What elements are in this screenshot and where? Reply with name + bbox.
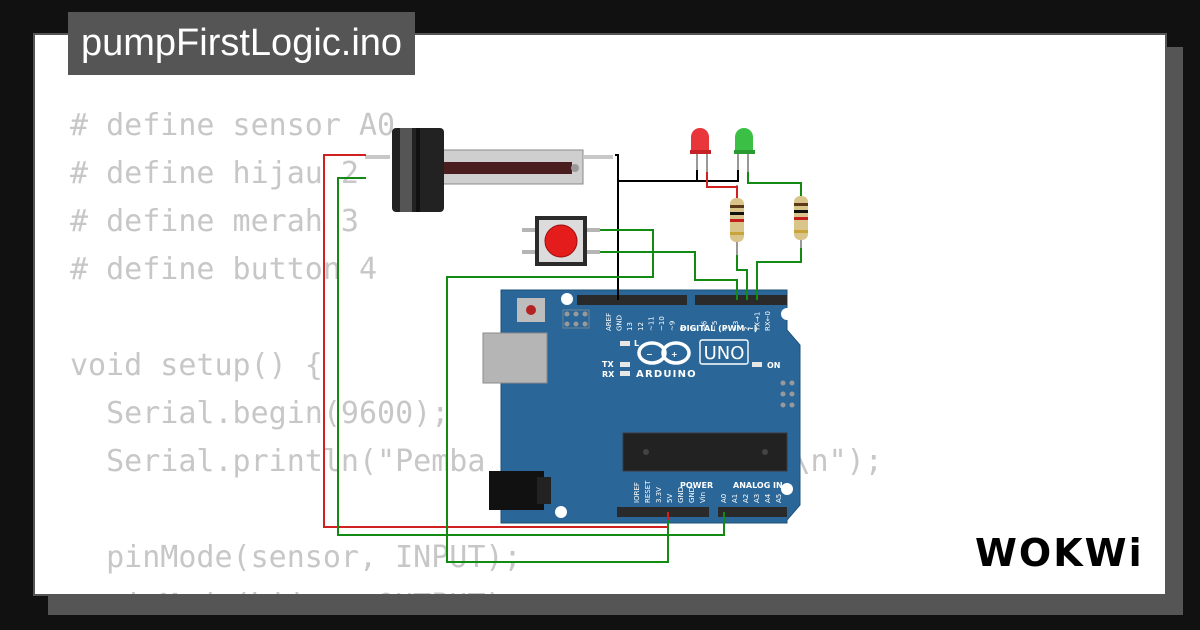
led-on-label: ON	[767, 361, 781, 370]
push-button[interactable]	[522, 216, 600, 266]
code-line: pinMode(sensor, INPUT);	[70, 540, 522, 575]
code-line: void setup() {	[70, 348, 323, 383]
pin-label: GND	[677, 487, 685, 503]
svg-text:−: −	[646, 350, 653, 359]
pin-label: RX←0	[764, 311, 772, 331]
led-green[interactable]	[734, 128, 755, 172]
pin-label: 4	[722, 326, 730, 331]
arduino-uno-board[interactable]: − + UNO ARDUINO L TX RX ON DIGITAL (PWM …	[482, 289, 801, 524]
pin-label: 5V	[666, 494, 674, 503]
pin-label: A1	[731, 494, 739, 503]
arduino-infinity-icon	[637, 341, 691, 365]
pin-label: 13	[626, 322, 634, 331]
code-line: Serial.println("Pemba \n");	[70, 444, 883, 479]
pin-label: TX→1	[753, 312, 761, 332]
slide-potentiometer[interactable]	[365, 128, 613, 212]
led-red[interactable]	[690, 128, 711, 172]
led-l-label: L	[634, 339, 639, 348]
svg-text:+: +	[671, 350, 678, 359]
pin-label: 2	[743, 327, 751, 331]
code-line: # define merah 3	[70, 204, 359, 239]
pin-label: A3	[753, 494, 761, 503]
wire-black-gnd	[615, 154, 619, 300]
power-header-label: POWER	[680, 481, 713, 490]
wire-black-led2	[697, 170, 739, 182]
analog-header-label: ANALOG IN	[733, 481, 783, 490]
pin-label: 7	[690, 327, 698, 331]
resistor-1[interactable]	[730, 185, 744, 258]
wire-black-led	[618, 170, 698, 182]
wire-green-r1	[736, 255, 748, 300]
pin-label: A5	[775, 494, 783, 503]
code-line: pinMode(hijau, OUTPUT);	[70, 582, 883, 594]
file-title-tab: pumpFirstLogic.ino	[68, 12, 416, 75]
pin-label: 12	[637, 322, 645, 331]
pin-label: A2	[742, 494, 750, 503]
pin-label: ~11	[647, 316, 655, 331]
pin-label: ~9	[669, 321, 677, 331]
pin-label: ~5	[711, 321, 719, 331]
wire-green-btn2	[600, 251, 738, 300]
resistor-2[interactable]	[794, 185, 808, 258]
brand-name: WOKWi	[975, 531, 1144, 575]
board-model-label: UNO	[704, 343, 745, 364]
pin-label: ~6	[700, 320, 708, 331]
code-line: # define button 4	[70, 252, 378, 287]
code-line: Serial.begin(9600);	[70, 396, 450, 431]
pin-label: A4	[764, 493, 772, 503]
pin-label: ~3	[732, 321, 740, 331]
wire-green-a0	[337, 177, 725, 536]
pin-label: 3.3V	[655, 487, 663, 503]
board-brand-label: ARDUINO	[636, 369, 697, 380]
wire-green-led	[747, 172, 802, 196]
pin-label: IOREF	[633, 482, 641, 503]
pin-label: GND	[688, 487, 696, 503]
led-tx-label: TX	[602, 360, 614, 369]
pin-label: Vin	[699, 492, 707, 503]
code-editor: # define sensor A0 # define hijau 2 # defi…	[70, 102, 883, 594]
pin-label: ~10	[658, 316, 666, 331]
pin-label: RESET	[644, 480, 652, 503]
pin-label: 8	[679, 327, 687, 331]
pin-label: GND	[616, 315, 624, 331]
wire-red-led	[706, 172, 738, 198]
wire-green-btn1	[446, 229, 669, 563]
code-line: # define sensor A0	[70, 108, 396, 143]
wokwi-logo: WOKWi	[975, 531, 1144, 575]
pin-label: AREF	[605, 313, 613, 331]
wires	[323, 154, 802, 563]
pin-label: A0	[720, 494, 728, 503]
digital-header-label: DIGITAL (PWM ~)	[680, 324, 758, 333]
wire-green-r2	[756, 248, 802, 300]
led-rx-label: RX	[602, 370, 615, 379]
code-line: # define hijau 2	[70, 156, 359, 191]
